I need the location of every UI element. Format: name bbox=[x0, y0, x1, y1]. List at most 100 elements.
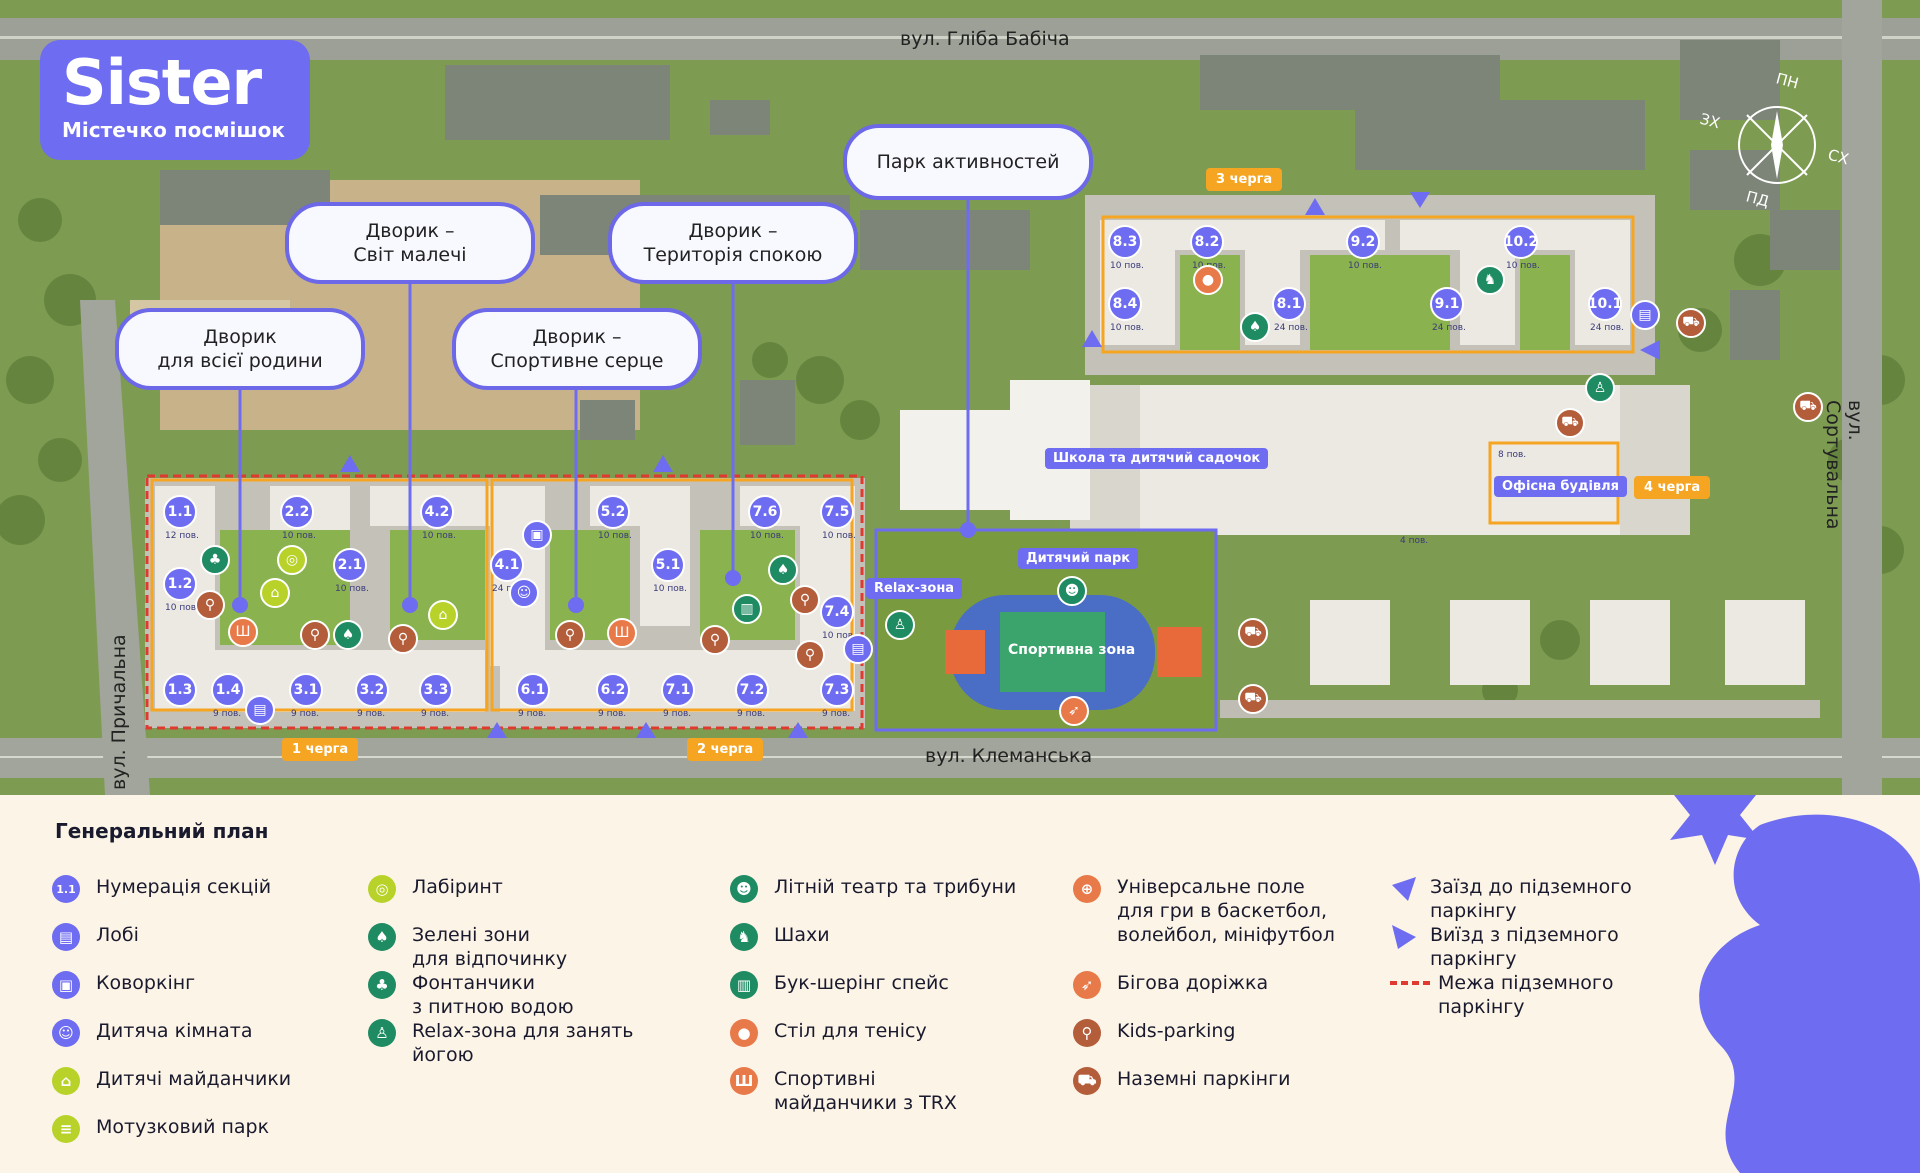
playground-icon[interactable]: ⌂ bbox=[428, 600, 458, 630]
legend-item: ➶Бігова доріжка bbox=[1073, 971, 1268, 999]
section-number-icon: 1.1 bbox=[52, 875, 80, 903]
section-floors: 10 пов. bbox=[598, 531, 632, 541]
kids-parking-icon[interactable]: ⚲ bbox=[790, 585, 820, 615]
lobby-icon[interactable]: ▤ bbox=[843, 634, 873, 664]
section-badge[interactable]: 1.3 bbox=[163, 673, 197, 707]
fountain-icon[interactable]: ♣ bbox=[200, 545, 230, 575]
ground-parking-icon[interactable]: ⛟ bbox=[1793, 392, 1823, 422]
trx-icon[interactable]: Ш bbox=[607, 618, 637, 648]
section-badge[interactable]: 5.2 bbox=[596, 495, 630, 529]
section-badge[interactable]: 3.2 bbox=[355, 673, 389, 707]
section-badge[interactable]: 9.1 bbox=[1430, 287, 1464, 321]
green-zone-icon[interactable]: ♠ bbox=[768, 555, 798, 585]
section-badge[interactable]: 8.1 bbox=[1272, 287, 1306, 321]
callout-family-yard[interactable]: Дворик для всієї родини bbox=[115, 308, 365, 390]
section-badge[interactable]: 1.1 bbox=[163, 495, 197, 529]
trx-icon[interactable]: Ш bbox=[228, 617, 258, 647]
legend-item-label: Kids-parking bbox=[1117, 1020, 1236, 1042]
kids-parking-icon[interactable]: ⚲ bbox=[795, 640, 825, 670]
section-badge[interactable]: 2.2 bbox=[280, 495, 314, 529]
callout-activity-park[interactable]: Парк активностей bbox=[843, 124, 1093, 200]
section-badge[interactable]: 6.1 bbox=[516, 673, 550, 707]
legend-item: Виїзд з підземного паркінгу bbox=[1390, 923, 1619, 971]
office-label: Офісна будівля bbox=[1494, 476, 1627, 497]
section-badge[interactable]: 4.1 bbox=[490, 548, 524, 582]
coworking-icon[interactable]: ▣ bbox=[522, 520, 552, 550]
section-badge[interactable]: 7.3 bbox=[820, 673, 854, 707]
ground-parking-icon: ⛟ bbox=[1073, 1067, 1101, 1095]
section-badge[interactable]: 8.2 bbox=[1190, 225, 1224, 259]
section-floors: 24 пов. bbox=[1432, 323, 1466, 333]
kids-room-icon: ☺ bbox=[52, 1019, 80, 1047]
coworking-icon: ▣ bbox=[52, 971, 80, 999]
theater-icon[interactable]: ☻ bbox=[1057, 576, 1087, 606]
ground-parking-icon[interactable]: ⛟ bbox=[1238, 618, 1268, 648]
phase-3-label: 3 черга bbox=[1206, 168, 1283, 191]
kids-parking-icon[interactable]: ⚲ bbox=[195, 590, 225, 620]
playground-icon[interactable]: ⌂ bbox=[260, 578, 290, 608]
section-badge[interactable]: 9.2 bbox=[1346, 225, 1380, 259]
kids-parking-icon[interactable]: ⚲ bbox=[388, 624, 418, 654]
ground-parking-icon[interactable]: ⛟ bbox=[1555, 408, 1585, 438]
section-badge[interactable]: 10.1 bbox=[1588, 287, 1622, 321]
section-badge[interactable]: 5.1 bbox=[651, 548, 685, 582]
callout-kids-world[interactable]: Дворик – Світ малечі bbox=[285, 202, 535, 284]
section-badge[interactable]: 7.6 bbox=[748, 495, 782, 529]
section-badge[interactable]: 4.2 bbox=[420, 495, 454, 529]
lobby-icon[interactable]: ▤ bbox=[245, 695, 275, 725]
green-zone-icon: ♠ bbox=[368, 923, 396, 951]
ball-field-icon: ⊕ bbox=[1073, 875, 1101, 903]
section-floors: 24 пов. bbox=[492, 584, 526, 594]
legend-item-label: Заїзд до підземного паркінгу bbox=[1430, 876, 1632, 922]
section-badge[interactable]: 1.4 bbox=[211, 673, 245, 707]
running-track-icon[interactable]: ➶ bbox=[1059, 696, 1089, 726]
sport-zone-label: Спортивна зона bbox=[1008, 642, 1136, 658]
section-badge[interactable]: 7.4 bbox=[820, 595, 854, 629]
section-badge[interactable]: 3.1 bbox=[289, 673, 323, 707]
parking-exit-icon bbox=[1392, 925, 1416, 949]
tennis-icon[interactable]: ● bbox=[1193, 265, 1223, 295]
legend-item: ▤Лобі bbox=[52, 923, 139, 951]
legend-item: ●Стіл для тенісу bbox=[730, 1019, 927, 1047]
section-badge[interactable]: 3.3 bbox=[419, 673, 453, 707]
section-badge[interactable]: 8.3 bbox=[1108, 225, 1142, 259]
legend-item-label: Літній театр та трибуни bbox=[774, 876, 1017, 898]
kids-parking-icon[interactable]: ⚲ bbox=[555, 620, 585, 650]
section-badge[interactable]: 7.1 bbox=[661, 673, 695, 707]
section-badge[interactable]: 10.2 bbox=[1504, 225, 1538, 259]
labyrinth-icon[interactable]: ◎ bbox=[277, 545, 307, 575]
kids-parking-icon[interactable]: ⚲ bbox=[700, 625, 730, 655]
ground-parking-icon[interactable]: ⛟ bbox=[1238, 684, 1268, 714]
kids-parking-icon[interactable]: ⚲ bbox=[300, 620, 330, 650]
yoga-icon[interactable]: ♙ bbox=[1585, 373, 1615, 403]
yoga-icon[interactable]: ♙ bbox=[885, 610, 915, 640]
section-floors: 10 пов. bbox=[653, 584, 687, 594]
section-badge[interactable]: 7.2 bbox=[735, 673, 769, 707]
rope-park-icon: ≡ bbox=[52, 1115, 80, 1143]
legend-item-label: Лабіринт bbox=[412, 876, 503, 898]
street-bottom: вул. Клеманська bbox=[925, 745, 1093, 767]
section-badge[interactable]: 8.4 bbox=[1108, 287, 1142, 321]
section-badge[interactable]: 2.1 bbox=[333, 548, 367, 582]
chess-icon[interactable]: ♞ bbox=[1475, 265, 1505, 295]
kids-room-icon[interactable]: ☺ bbox=[509, 578, 539, 608]
callout-sport-heart[interactable]: Дворик – Спортивне серце bbox=[452, 308, 702, 390]
section-badge[interactable]: 6.2 bbox=[596, 673, 630, 707]
green-zone-icon[interactable]: ♠ bbox=[333, 620, 363, 650]
ground-parking-icon[interactable]: ⛟ bbox=[1676, 308, 1706, 338]
section-badge[interactable]: 1.2 bbox=[163, 567, 197, 601]
book-sharing-icon[interactable]: ▥ bbox=[732, 594, 762, 624]
section-floors: 9 пов. bbox=[291, 709, 320, 719]
legend-item-label: Нумерація секцій bbox=[96, 876, 272, 898]
lobby-icon[interactable]: ▤ bbox=[1630, 300, 1660, 330]
legend-item: ♠Зелені зони для відпочинку bbox=[368, 923, 567, 971]
callout-calm-territory[interactable]: Дворик – Територія спокою bbox=[608, 202, 858, 284]
labyrinth-icon: ◎ bbox=[368, 875, 396, 903]
green-zone-icon[interactable]: ♠ bbox=[1240, 312, 1270, 342]
section-badge[interactable]: 7.5 bbox=[820, 495, 854, 529]
legend-item: ⛟Наземні паркінги bbox=[1073, 1067, 1290, 1095]
legend-item: ⊕Універсальне поле для гри в баскетбол, … bbox=[1073, 875, 1335, 947]
legend-item: ♣Фонтанчики з питною водою bbox=[368, 971, 574, 1019]
section-floors: 24 пов. bbox=[1274, 323, 1308, 333]
